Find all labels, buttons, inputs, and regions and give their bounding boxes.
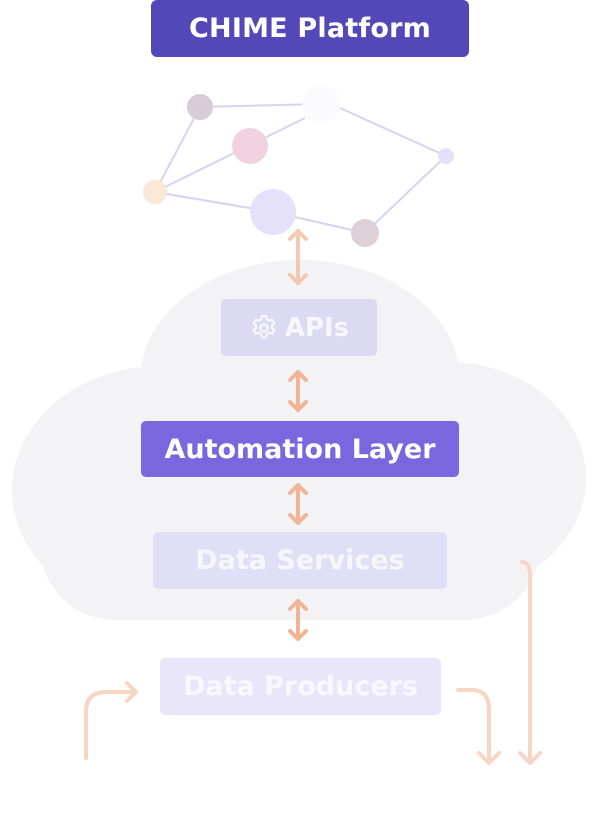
- double-arrow-icon: [288, 229, 308, 285]
- data-services-layer-box: Data Services: [153, 532, 447, 589]
- automation-layer-label: Automation Layer: [164, 433, 436, 465]
- network-node: [143, 180, 167, 204]
- vertical-arrows: [288, 229, 308, 285]
- data-producers-layer-box: Data Producers: [160, 658, 441, 715]
- platform-title: CHIME Platform: [151, 0, 469, 57]
- curved-arrow-icon: [84, 681, 138, 760]
- double-arrow-icon: [288, 370, 308, 412]
- vertical-arrows-strong: [288, 370, 308, 641]
- double-arrow-icon: [288, 599, 308, 641]
- automation-layer-box: Automation Layer: [141, 421, 459, 477]
- network-node: [351, 219, 379, 247]
- network-node: [438, 148, 454, 164]
- network-node: [187, 94, 213, 120]
- curved-arrow-icon: [518, 560, 542, 765]
- network-node: [232, 128, 268, 164]
- network-node: [302, 85, 340, 123]
- apis-layer-label: APIs: [284, 312, 350, 343]
- data-producers-layer-label: Data Producers: [182, 671, 419, 702]
- double-arrow-icon: [288, 483, 308, 525]
- network-node: [250, 189, 296, 235]
- network-nodes: [143, 85, 454, 247]
- network-edges: [154, 103, 447, 234]
- data-services-layer-label: Data Services: [195, 545, 405, 576]
- apis-layer-box: APIs: [221, 299, 377, 356]
- curved-arrow-icon: [456, 688, 501, 765]
- side-flow-arrows: [84, 560, 542, 765]
- gear-icon: [249, 313, 279, 343]
